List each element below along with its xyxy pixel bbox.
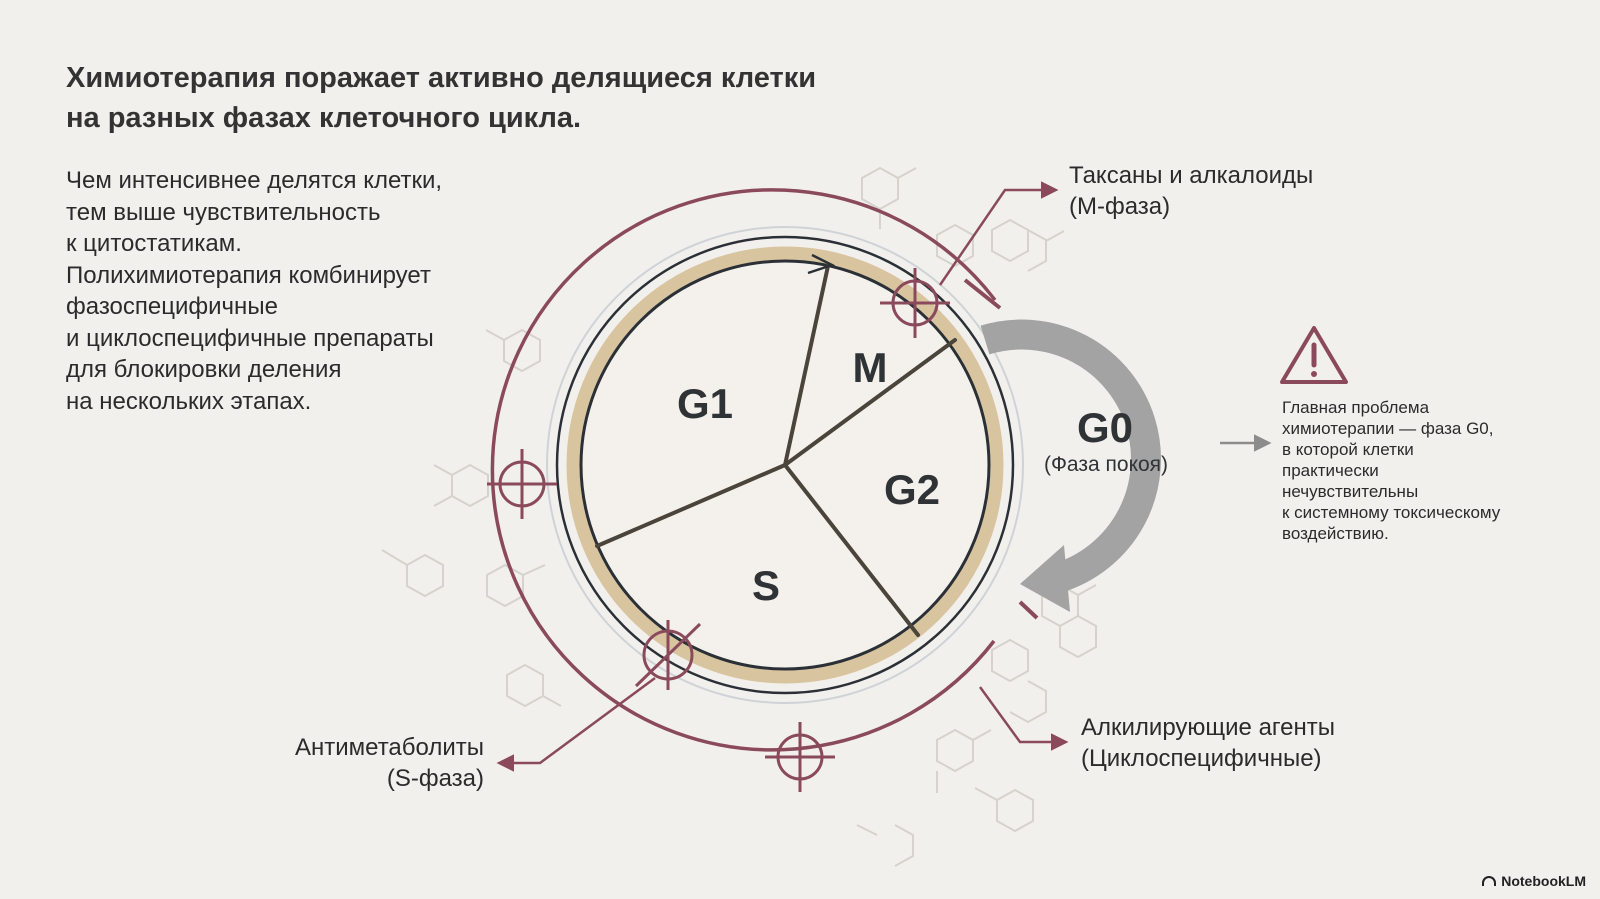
intro-line: к цитостатикам.: [66, 230, 242, 257]
leader-taxanes: [938, 181, 1059, 286]
intro-text: Чем интенсивнее делятся клетки, тем выше…: [66, 165, 536, 417]
callout-alkylating-line-2: (Циклоспецифичные): [1081, 745, 1322, 772]
g0-arrowhead: [1020, 545, 1070, 612]
warning-line: практически: [1282, 461, 1379, 480]
callout-taxanes-line-1: Таксаны и алкалоиды: [1069, 162, 1314, 189]
molecule-background: [381, 166, 1097, 867]
warning-line: Главная проблема: [1282, 398, 1430, 417]
callout-alkylating: Алкилирующие агенты (Циклоспецифичные): [1081, 712, 1335, 774]
intro-line: Чем интенсивнее делятся клетки,: [66, 167, 443, 194]
intro-line: фазоспецифичные: [66, 293, 278, 320]
outer-accent-arc: [490, 188, 997, 752]
warning-line: химиотерапии — фаза G0,: [1282, 419, 1494, 438]
warning-line: в которой клетки: [1282, 440, 1414, 459]
crosshair-target-bottom: [765, 722, 835, 792]
cycle-direction-arrow: [807, 253, 836, 275]
arc-end-bar-top: [963, 278, 1002, 310]
intro-line: для блокировки деления: [66, 356, 342, 383]
g0-loop-arrow: [980, 319, 1161, 593]
crosshair-target-s: [634, 620, 702, 690]
crosshair-target-m: [880, 268, 950, 338]
intro-line: Полихимиотерапия комбинирует: [66, 261, 431, 289]
page-title: Химиотерапия поражает активно делящиеся …: [66, 58, 966, 138]
warning-triangle-icon: [1280, 326, 1348, 384]
leader-alkylating: [978, 686, 1069, 751]
phase-label-g1: G1: [677, 380, 733, 427]
title-line-2: на разных фазах клеточного цикла.: [66, 102, 582, 134]
g0-sublabel: (Фаза покоя): [1044, 453, 1168, 476]
warning-line: воздействию.: [1282, 524, 1389, 543]
callout-antimetabolites-line-1: Антиметаболиты: [295, 734, 484, 761]
intro-line: и циклоспецифичные препараты: [66, 324, 434, 352]
callout-antimetabolites: Антиметаболиты (S-фаза): [264, 732, 484, 794]
phase-dividers: [595, 264, 957, 637]
warning-line: нечувствительны: [1282, 482, 1419, 501]
leader-antimetabolites: [496, 676, 656, 772]
arc-end-bar-bottom: [1018, 600, 1039, 620]
notebooklm-logo-icon: [1482, 876, 1497, 886]
g0-warning-text: Главная проблема химиотерапии — фаза G0,…: [1282, 397, 1582, 544]
callout-taxanes: Таксаны и алкалоиды (М-фаза): [1069, 160, 1313, 222]
brand-watermark: NotebookLM: [1482, 873, 1586, 889]
intro-line: на нескольких этапах.: [66, 387, 312, 415]
callout-taxanes-line-2: (М-фаза): [1069, 193, 1171, 220]
crosshair-target-left: [487, 449, 557, 519]
callout-alkylating-line-1: Алкилирующие агенты: [1081, 714, 1335, 741]
callout-antimetabolites-line-2: (S-фаза): [386, 765, 484, 792]
warning-line: к системному токсическому: [1282, 503, 1501, 522]
title-line-1: Химиотерапия поражает активно делящиеся …: [66, 62, 817, 94]
phase-label-s: S: [752, 562, 780, 609]
outer-ring-light: [546, 226, 1024, 704]
intro-line: тем выше чувствительность: [66, 198, 381, 226]
outer-ring-dark: [555, 235, 1015, 695]
phase-label-m: M: [853, 344, 888, 391]
brand-name: NotebookLM: [1501, 873, 1586, 889]
phase-label-g2: G2: [884, 466, 940, 513]
g0-label: G0: [1077, 404, 1133, 451]
